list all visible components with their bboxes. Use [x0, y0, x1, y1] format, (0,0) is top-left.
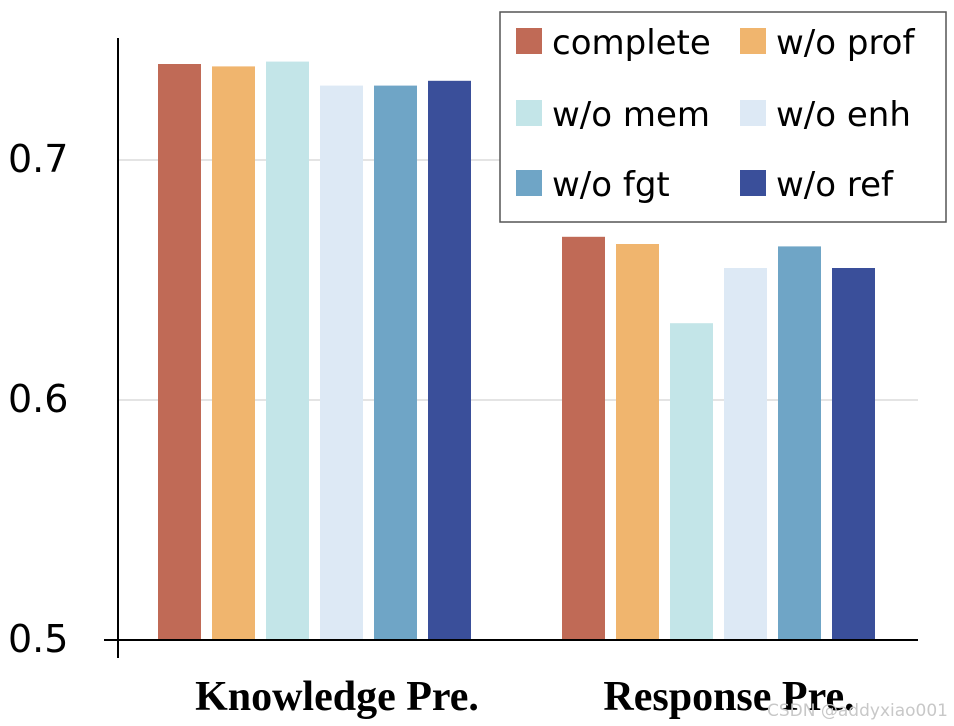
category-label-knowledge-pre: Knowledge Pre. — [195, 674, 479, 720]
y-tick-label: 0.6 — [8, 377, 68, 421]
bar-w-o-mem-0 — [266, 61, 309, 641]
category-label-response-pre: Response Pre. — [603, 674, 854, 720]
bar-w-o-enh-1 — [724, 268, 767, 640]
watermark: CSDN @addyxiao001 — [767, 701, 948, 721]
x-category-labels: Knowledge Pre. Response Pre. — [195, 674, 855, 720]
legend-swatch — [740, 28, 766, 54]
bar-w-o-ref-1 — [832, 268, 875, 640]
legend-frame — [499, 11, 947, 223]
legend-label: w/o prof — [776, 23, 915, 63]
bar-complete-1 — [562, 236, 605, 641]
legend-swatch — [516, 170, 542, 196]
legend-label: complete — [552, 23, 711, 63]
legend-label: w/o fgt — [552, 165, 670, 205]
y-tick-label: 0.5 — [8, 617, 68, 661]
bar-w-o-ref-0 — [428, 80, 471, 641]
bars — [158, 61, 875, 641]
y-tick-labels: 0.5 0.6 0.7 — [8, 137, 68, 661]
legend-swatch — [516, 28, 542, 54]
y-tick-label: 0.7 — [8, 137, 68, 181]
legend-swatch — [740, 170, 766, 196]
bar-w-o-fgt-0 — [374, 85, 417, 641]
bar-w-o-enh-0 — [320, 85, 363, 641]
legend-label: w/o ref — [776, 165, 894, 205]
bar-w-o-prof-0 — [212, 66, 255, 640]
bar-w-o-fgt-1 — [778, 246, 821, 640]
axes — [104, 38, 918, 658]
legend-swatch — [740, 100, 766, 126]
legend-label: w/o mem — [552, 95, 710, 135]
legend-label: w/o enh — [776, 95, 911, 135]
bar-w-o-prof-1 — [616, 244, 659, 640]
legend-swatch — [516, 100, 542, 126]
bar-w-o-mem-1 — [670, 323, 713, 640]
legend: complete w/o prof w/o mem w/o enh w/o fgt w/o… — [499, 11, 947, 223]
bar-complete-0 — [158, 64, 201, 640]
